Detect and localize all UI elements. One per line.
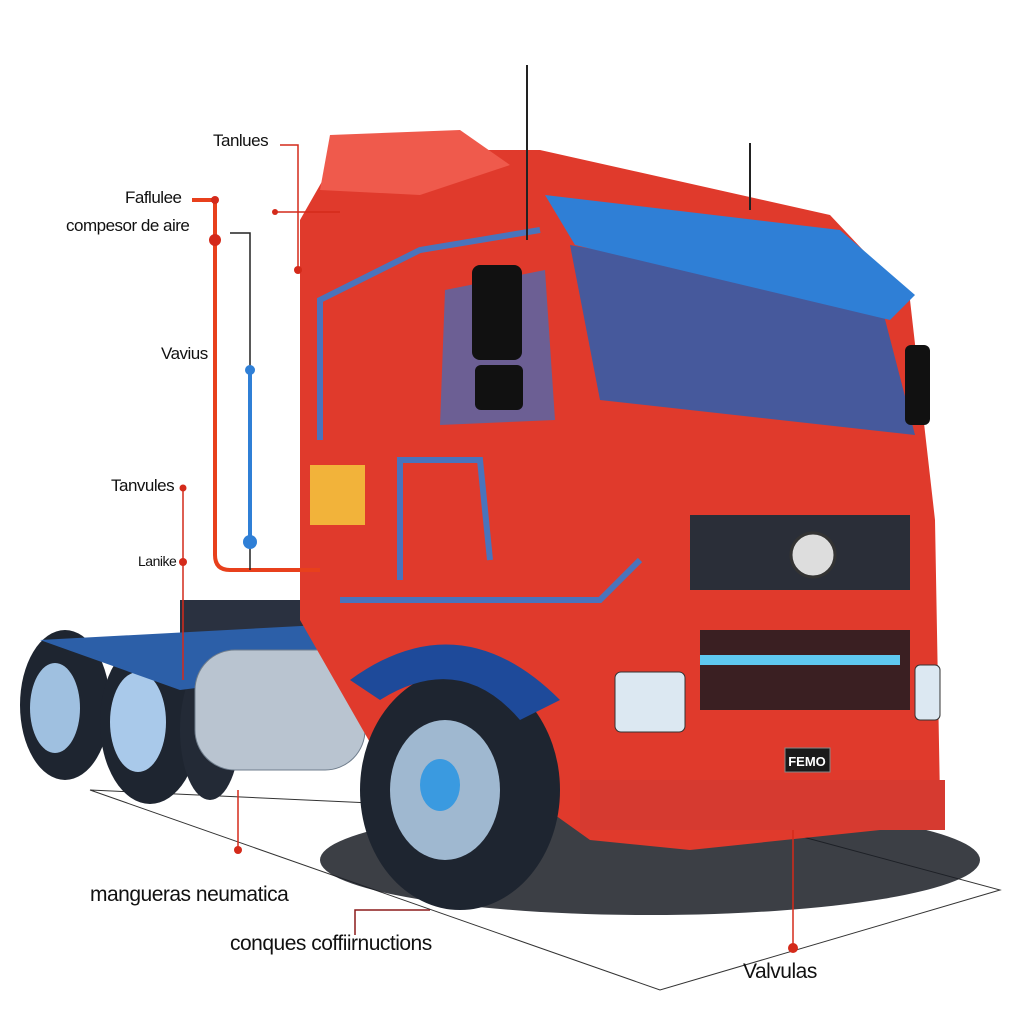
wheel-arch [350,644,560,720]
air-pipes [317,227,643,603]
headlight-right [914,664,941,721]
windshield-frame [545,195,915,320]
leader-dots [179,196,798,953]
mirror-lower [475,365,523,410]
bumper [580,780,945,830]
label-mangueras-neumatica: mangueras neumatica [90,883,289,906]
brand-emblem [789,531,837,579]
label-lanike: Lanike [138,553,177,569]
compressor-box [310,465,365,525]
label-tanlues: Tanlues [213,131,269,150]
label-valvulas: Valvulas [743,960,817,983]
label-compresor-de-aire: compesor de aire [66,216,190,235]
label-tanvules: Tanvules [111,476,175,495]
label-vavius: Vavius [161,344,208,363]
label-conques-coffiirnuctions: conques coffiirnuctions [230,932,432,955]
plate-text: FEMO [788,754,826,769]
mirror-right [905,345,930,425]
leader-lines [182,144,794,945]
front-wheel [360,670,560,910]
label-faflulee: Faflulee [125,188,182,207]
plate [784,747,831,773]
headlight-left [614,671,686,733]
lower-grille [700,630,910,710]
roof-deflector [320,130,510,195]
light-bar [700,655,900,665]
mirror [472,265,522,360]
